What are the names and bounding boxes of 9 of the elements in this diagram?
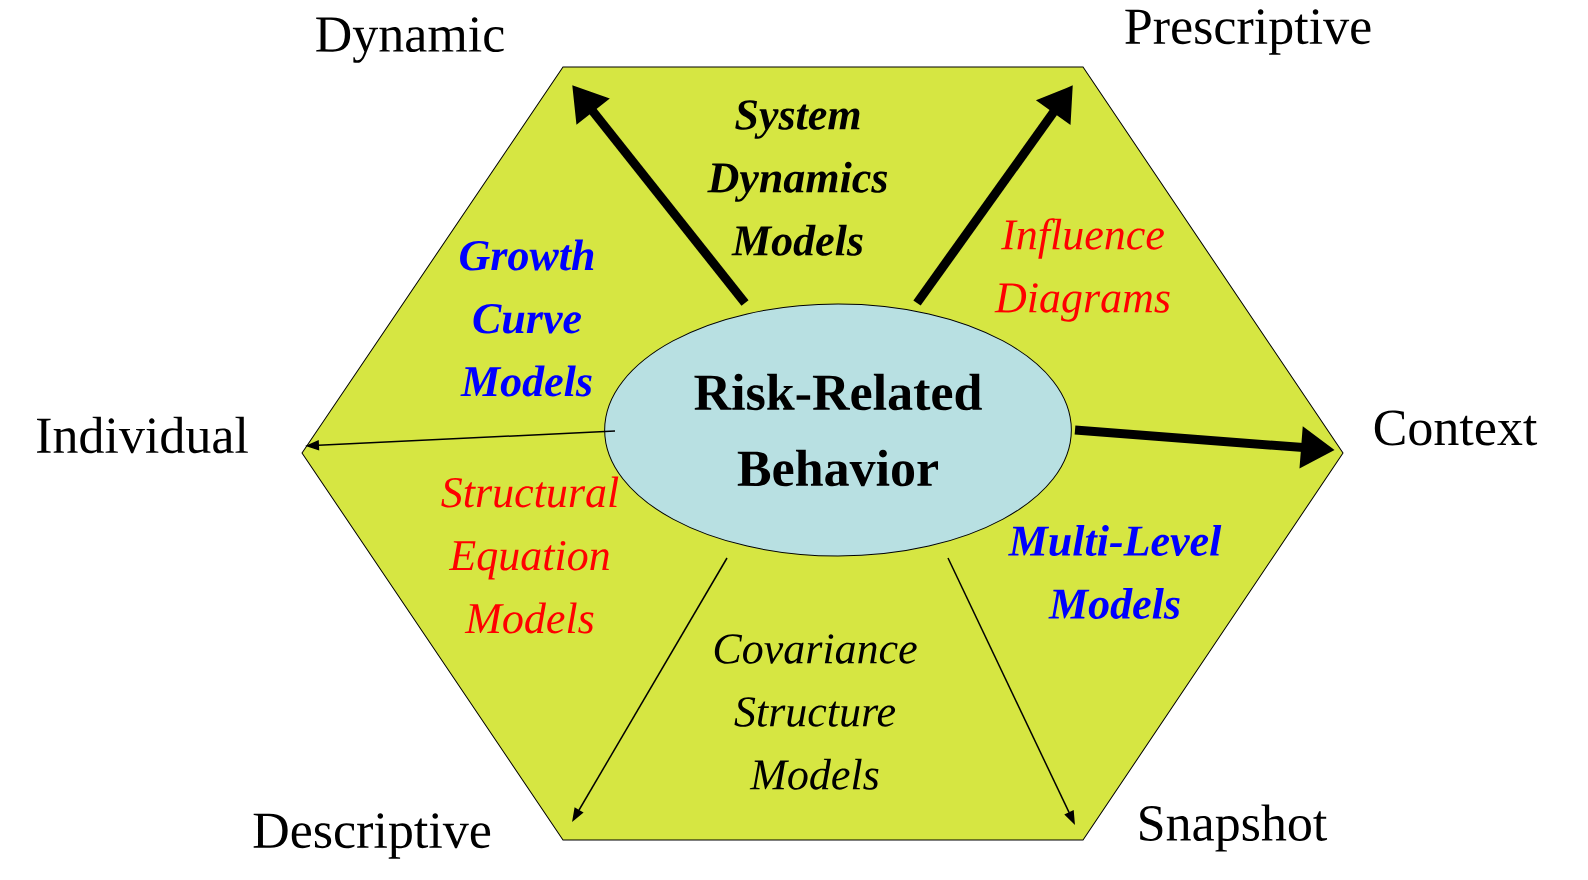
axis-label: Individual <box>37 416 248 454</box>
axis-label: Dynamic <box>316 17 504 63</box>
axis-label: Context <box>1374 410 1538 446</box>
axis-label: Prescriptive <box>1125 9 1371 55</box>
axis-label: Descriptive <box>253 813 491 859</box>
axis-label: Snapshot <box>1140 804 1328 852</box>
model-label: Growth Curve Models <box>460 239 594 397</box>
model-label: System Dynamics Models <box>707 100 888 256</box>
model-label: Covariance Structure Models <box>714 634 917 790</box>
